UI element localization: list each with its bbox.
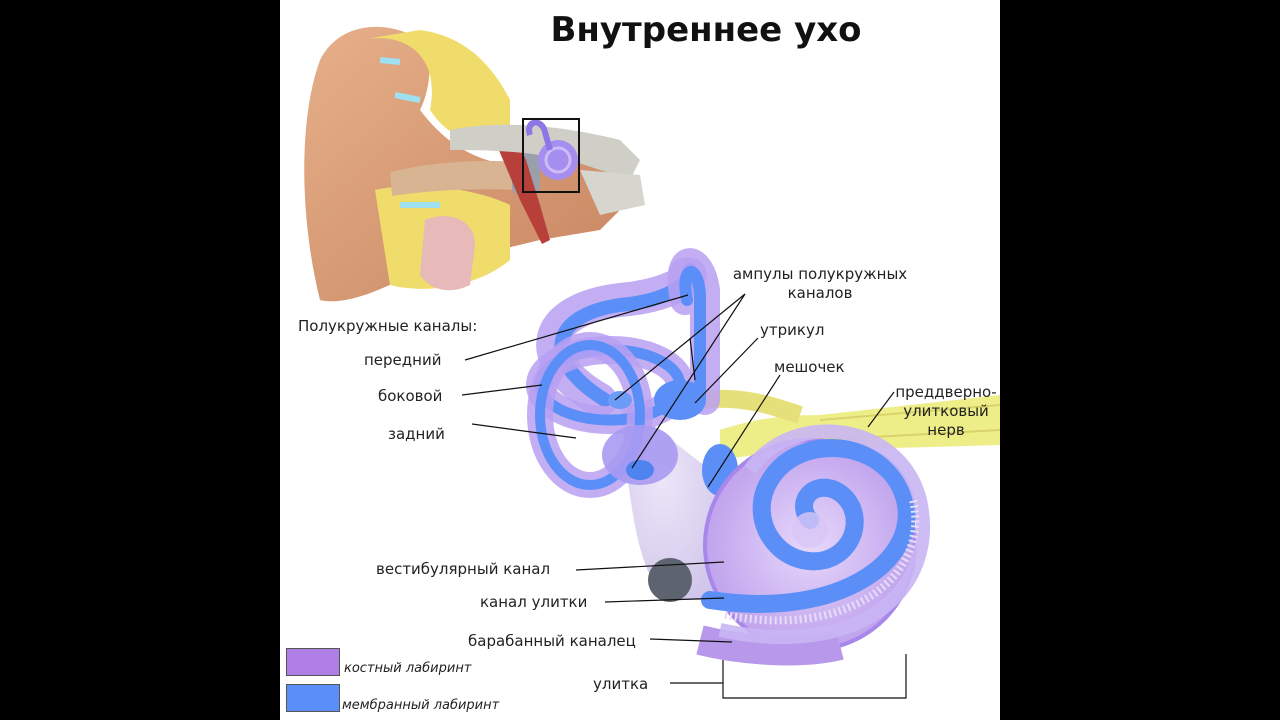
thumbnail-cochlea (538, 140, 578, 180)
ear-cross-section (304, 26, 645, 302)
label-anterior: передний (364, 351, 442, 369)
diagram-canvas: Внутреннее ухо Полукружные каналы: перед… (280, 0, 1000, 720)
leader-nerve (867, 391, 895, 428)
cartilage-upper (360, 30, 510, 144)
leader-posterior (471, 423, 577, 439)
cochlea-shape (696, 424, 931, 666)
inner-ear-illustration (304, 26, 1000, 699)
leader-tympanic-canal (649, 638, 733, 643)
zoom-box (522, 118, 580, 193)
page-title: Внутреннее ухо (550, 10, 862, 50)
legend-swatch-bony (286, 648, 340, 676)
label-semicircular-canals: Полукружные каналы: (298, 317, 478, 335)
label-utricle: утрикул (760, 321, 825, 339)
legend-swatch-membranous (286, 684, 340, 712)
eustachian-tube (498, 144, 550, 244)
legend-label-bony: костный лабиринт (344, 661, 472, 676)
label-nerve-line1: преддверно- (895, 383, 997, 401)
label-posterior: задний (388, 425, 445, 443)
leader-ampulla-1 (614, 293, 746, 401)
leader-ampulla-3 (689, 337, 696, 381)
leader-lateral (461, 384, 543, 396)
leader-cochlear-duct (604, 597, 725, 603)
label-vestibular-canal: вестибулярный канал (376, 560, 551, 578)
round-window (648, 558, 692, 602)
label-vestibulocochlear-nerve: преддверно- улитковый нерв (892, 383, 1000, 440)
semicircular-canals-shape (526, 248, 738, 602)
legend-label-membranous: мембранный лабиринт (342, 698, 500, 713)
label-saccule: мешочек (774, 358, 845, 376)
ear-canal (390, 161, 518, 196)
label-ampullae-line1: ампулы полукружных (732, 265, 908, 283)
label-ampullae: ампулы полукружных каналов (720, 265, 920, 303)
label-tympanic-canal: барабанный каналец (468, 632, 636, 650)
label-lateral: боковой (378, 387, 443, 405)
bone-lower (580, 170, 645, 215)
leader-lines (461, 293, 907, 699)
leader-vestibular-canal (575, 561, 725, 571)
leader-ampulla-2 (631, 293, 746, 469)
label-cochlear-duct: канал улитки (480, 593, 588, 611)
label-nerve-line2: улитковый (903, 402, 989, 420)
label-cochlea: улитка (593, 675, 649, 693)
leader-saccule (707, 374, 781, 488)
inner-ear-thumbnail (526, 119, 578, 180)
parotid-tissue (420, 216, 475, 291)
leader-utricle (694, 337, 759, 404)
label-ampullae-line2: каналов (787, 284, 853, 302)
label-nerve-line3: нерв (927, 421, 965, 439)
cochlea-bracket (722, 654, 907, 699)
leader-anterior (464, 294, 689, 361)
